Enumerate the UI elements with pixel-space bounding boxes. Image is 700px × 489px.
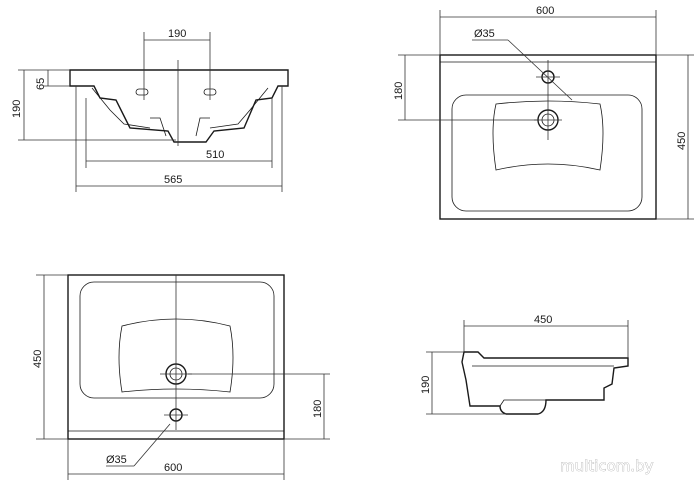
dim-510: 510 xyxy=(206,149,224,161)
overflow-slot-left xyxy=(135,88,149,96)
diam35-leader xyxy=(507,39,573,101)
basin-drain-recess-2 xyxy=(118,318,234,393)
dim-190-side: 190 xyxy=(420,376,432,394)
front-rim-outline xyxy=(69,69,289,143)
diam35-leader-2 xyxy=(133,423,171,467)
bottom-left-view: 450 180 Ø35 600 xyxy=(32,274,330,480)
basin-bowl-outline xyxy=(451,94,643,212)
front-inner-bowl xyxy=(91,87,269,129)
dim-diam35: Ø35 xyxy=(474,28,495,40)
basin-bowl-outline-2 xyxy=(79,281,275,399)
dim-diam35-2: Ø35 xyxy=(106,454,127,466)
dim-190-top: 190 xyxy=(168,28,186,40)
front-drain-outline xyxy=(150,117,210,137)
dim-180: 180 xyxy=(393,82,405,100)
dim-450: 450 xyxy=(676,132,688,150)
dim-180-2: 180 xyxy=(312,400,324,418)
dim-600: 600 xyxy=(536,5,554,17)
side-profile-outline xyxy=(461,351,629,415)
top-right-view: 600 Ø35 180 450 xyxy=(393,5,694,220)
dim-565: 565 xyxy=(164,174,182,186)
dim-600-bottom: 600 xyxy=(164,462,182,474)
dim-65: 65 xyxy=(35,78,47,90)
front-view: 190 65 190 510 565 xyxy=(11,28,289,192)
basin-drain-recess xyxy=(492,100,604,171)
dim-450-side: 450 xyxy=(534,314,552,326)
basin-outer-outline xyxy=(439,54,657,220)
dim-190-left: 190 xyxy=(11,100,23,118)
dim-450-left: 450 xyxy=(32,350,44,368)
side-view: 450 190 xyxy=(420,314,629,415)
watermark-text: multicom.by xyxy=(560,457,654,475)
